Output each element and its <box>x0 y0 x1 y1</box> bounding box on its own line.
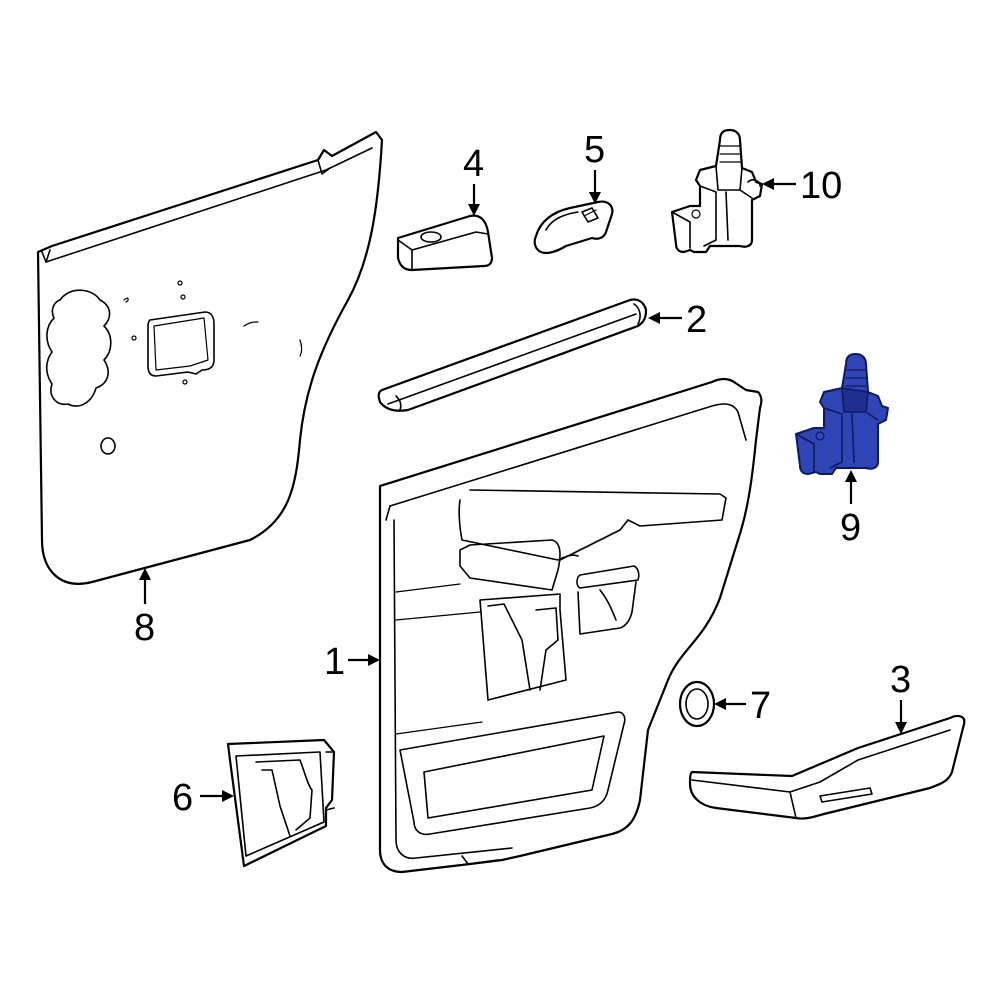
part-7-plug[interactable] <box>678 680 716 728</box>
callout-10-label: 10 <box>800 165 842 207</box>
part-9-lock-actuator-highlighted[interactable] <box>795 353 889 475</box>
callout-4-label: 4 <box>463 143 484 185</box>
callout-10-arrowhead <box>762 178 774 190</box>
callout-3-arrowhead <box>895 722 907 734</box>
part-2-weatherstrip[interactable] <box>377 298 648 412</box>
callout-9-label: 9 <box>840 507 861 549</box>
callout-2-label: 2 <box>686 299 707 341</box>
part-1-door-trim-panel[interactable] <box>378 377 763 874</box>
callout-7-label: 7 <box>750 685 771 727</box>
callout-5-label: 5 <box>584 129 605 171</box>
part-3-armrest[interactable] <box>688 714 966 820</box>
callout-3-label: 3 <box>890 659 911 701</box>
callout-4-arrowhead <box>468 204 480 216</box>
callout-7-arrowhead <box>714 698 726 710</box>
part-4-cap[interactable] <box>396 214 494 272</box>
callout-8-label: 8 <box>134 607 155 649</box>
callout-9-arrowhead <box>845 470 857 482</box>
callout-2-arrowhead <box>648 312 660 324</box>
callout-6-arrowhead <box>222 790 234 802</box>
part-6-handle-bezel[interactable] <box>226 738 336 868</box>
part-8-water-shield[interactable] <box>36 130 384 585</box>
part-5-switch[interactable] <box>533 200 614 255</box>
callout-1-arrowhead <box>368 654 380 666</box>
callout-5-arrowhead <box>589 192 601 204</box>
callout-8-arrowhead <box>139 568 151 580</box>
callout-1-label: 1 <box>324 641 345 683</box>
callout-6-label: 6 <box>172 777 193 819</box>
part-10-lock-actuator[interactable] <box>670 128 764 254</box>
